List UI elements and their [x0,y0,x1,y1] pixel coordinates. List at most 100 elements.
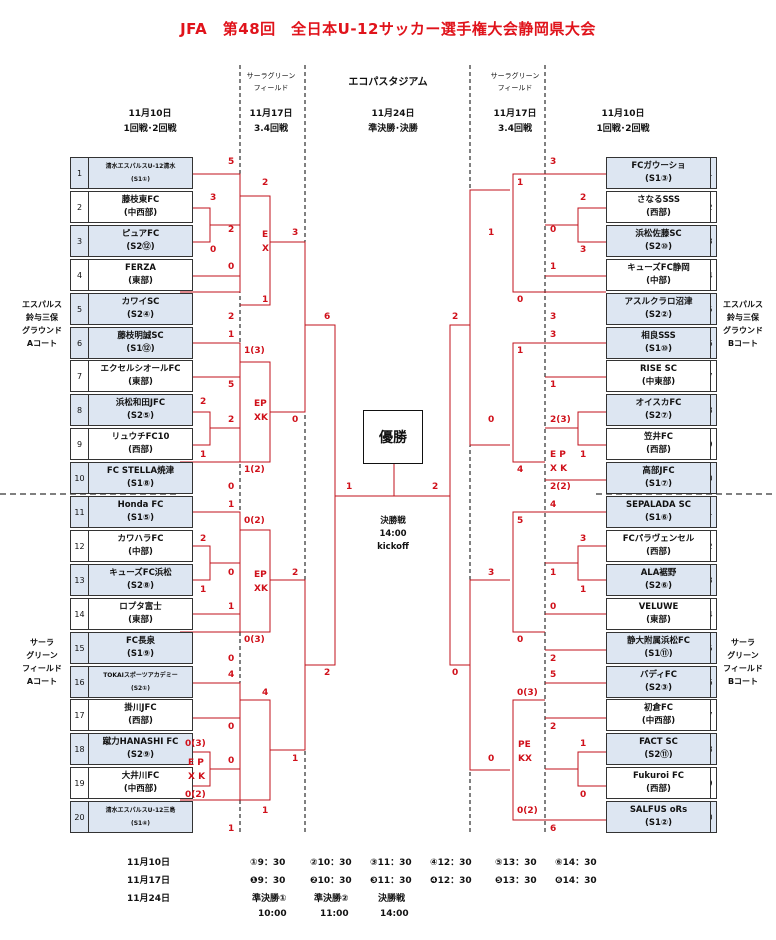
team-name: 笠井FC [643,432,674,442]
team-region: (西部) [646,784,671,794]
team-name: RISE SC [640,364,677,374]
team-region: (中西部) [123,208,158,218]
score: 0 [550,602,557,612]
score: 0 [228,654,235,664]
venue-line: グリーン [26,651,58,660]
sched-slot: ①9：30 [250,858,286,868]
team-region: (S2③) [644,683,672,693]
sched-date: 11月24日 [127,894,171,904]
team-name: エクセルシオールFC [100,364,181,374]
final-kickoff: kickoff [377,542,409,552]
right-field-line1: サーラグリーン [490,72,540,80]
sched-time: 14:00 [380,909,409,919]
team-region: (S2⑫) [126,242,155,252]
score: 0 [580,790,587,800]
team-box: リュウチFC10(西部) [88,428,193,460]
score: 0 [488,415,495,425]
sched-slot: ⑥14：30 [555,858,597,868]
right-r1-header: 11月10日 1回戦･2回戦 [578,107,668,137]
team-name: SALFUS oRs [629,805,688,815]
team-box: ロプタ富士(東部) [88,598,193,630]
team-name: 初倉FC [643,703,674,713]
center-header: 11月24日 準決勝･決勝 [340,107,446,137]
team-region: (S2④) [126,310,154,320]
score: 1 [580,739,587,749]
score: 0 [228,722,235,732]
score: 2 [452,312,459,322]
sched-slot: 決勝戦 [378,894,406,904]
team-name: キューズFC静岡 [627,263,690,273]
score: 0 [228,482,235,492]
pk-line: X [262,244,269,254]
score: 4 [262,688,269,698]
left-r1-round: 1回戦･2回戦 [123,124,177,134]
right-r1-date: 11月10日 [601,109,645,119]
team-region: (S1②) [644,818,672,828]
team-name: SEPALADA SC [626,500,691,510]
final-label: 決勝戦 [380,516,406,526]
right-r3-header: 11月17日 3.4回戦 [480,107,550,137]
team-name: 蹴力HANASHI FC [102,737,179,747]
score: 3 [580,245,587,255]
score: 1(3) [244,346,265,356]
team-name: 浜松和田JFC [115,398,166,408]
team-name: FCパラヴェンセル [622,534,695,544]
sched-time: 10:00 [258,909,287,919]
team-name: FC長泉 [125,636,156,646]
venue-line: Bコート [727,339,759,348]
team-name: 藤枝明誠SC [117,331,164,341]
right-field-header: サーラグリーン フィールド [480,70,550,94]
team-box: さなるSSS(西部) [606,191,711,223]
score: 2 [324,668,331,678]
team-name: オイスカFC [635,398,682,408]
pk-line: XK [254,413,268,423]
score: 3 [292,228,299,238]
team-name: カワハラFC [117,534,164,544]
score: 0 [517,635,524,645]
team-name: FCガウーショ [631,161,686,171]
seed-number: 14 [70,598,89,630]
team-region: (S1⑩) [644,344,672,354]
venue-line: フィールド [22,664,62,673]
score: 2 [580,193,587,203]
venue-line: サーラ [30,638,54,647]
score: 0 [210,245,217,255]
venue-line: サーラ [731,638,755,647]
team-region: (S2⑤) [126,411,154,421]
team-box: 大井川FC(中西部) [88,767,193,799]
right-r3-round: 3.4回戦 [498,124,532,134]
venue-line: Aコート [26,339,58,348]
left-r3-header: 11月17日 3.4回戦 [236,107,306,137]
score: 4 [228,670,235,680]
team-box: キューズFC静岡(中部) [606,259,711,291]
left-r3-date: 11月17日 [249,109,293,119]
final-time: 14:00 [379,529,407,539]
score: 6 [550,824,557,834]
score: 0 [228,568,235,578]
team-box: カワイSC(S2④) [88,293,193,325]
score: 0 [228,756,235,766]
venue-right-top: エスパルス 鈴与三保 グラウンド Bコート [713,298,773,350]
team-region: (S1④) [130,820,151,827]
team-box: 蹴力HANASHI FC(S2⑨) [88,733,193,765]
seed-number: 10 [70,462,89,494]
score: 0 [488,754,495,764]
team-region: (中西部) [123,784,158,794]
score: 2 [200,397,207,407]
sched-slot: ②10：30 [310,858,352,868]
seed-number: 8 [70,394,89,426]
score: 0(2) [244,516,265,526]
seed-number: 16 [70,666,89,698]
sched-slot: 準決勝② [314,894,349,904]
center-date: 11月24日 [371,109,415,119]
team-box: FC STELLA焼津(S1⑧) [88,462,193,494]
team-box: バディFC(S2③) [606,666,711,698]
team-box: アスルクラロ沼津(S2②) [606,293,711,325]
sched-slot: ❸11：30 [370,876,412,886]
score: 1 [292,754,299,764]
score: 0(2) [185,790,206,800]
team-region: (S2⑪) [644,750,673,760]
team-name: アスルクラロ沼津 [624,297,693,307]
